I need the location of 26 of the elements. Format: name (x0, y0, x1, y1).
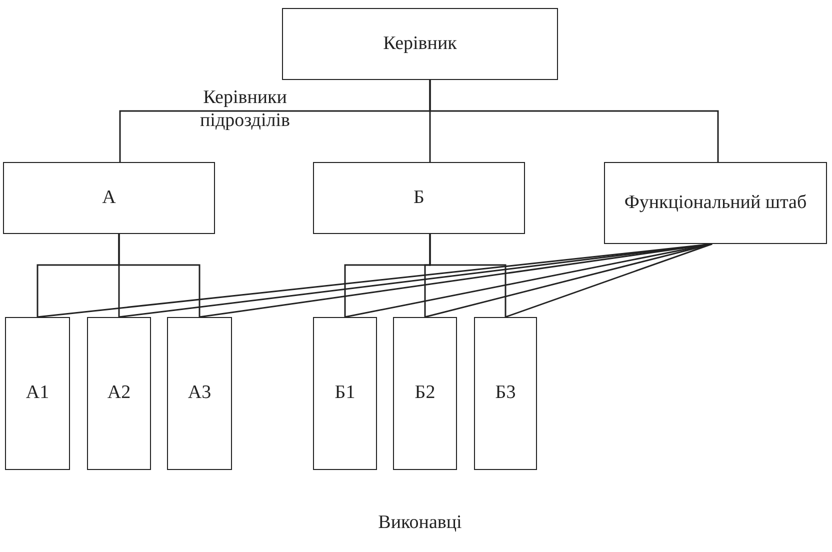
executor-box (5, 317, 70, 470)
unit-box (3, 162, 215, 234)
executor-box (474, 317, 537, 470)
node-label: А1 (26, 382, 50, 405)
connector-line (429, 80, 719, 162)
node-label: Б2 (414, 382, 436, 405)
node-label: А3 (188, 382, 212, 405)
unit-box (313, 162, 525, 234)
executor-box (87, 317, 151, 470)
node-label: А (102, 186, 116, 210)
connector-line (429, 234, 506, 317)
node-label: Керівник (383, 32, 457, 56)
caption-text: Керівники підрозділів (199, 87, 291, 133)
executor-box (167, 317, 232, 470)
executor-box (313, 317, 377, 470)
node-label: Б3 (495, 382, 516, 405)
executor-box (393, 317, 457, 470)
caption-text: Виконавці (377, 512, 463, 535)
node-label: Б (414, 186, 424, 210)
node-label: Б1 (334, 382, 356, 405)
node-label: А2 (107, 382, 131, 405)
unit-box (282, 8, 558, 80)
connector-line (118, 234, 200, 317)
unit-box (604, 162, 827, 244)
node-label: Функціональний штаб (624, 192, 807, 214)
connector-line (505, 243, 712, 318)
